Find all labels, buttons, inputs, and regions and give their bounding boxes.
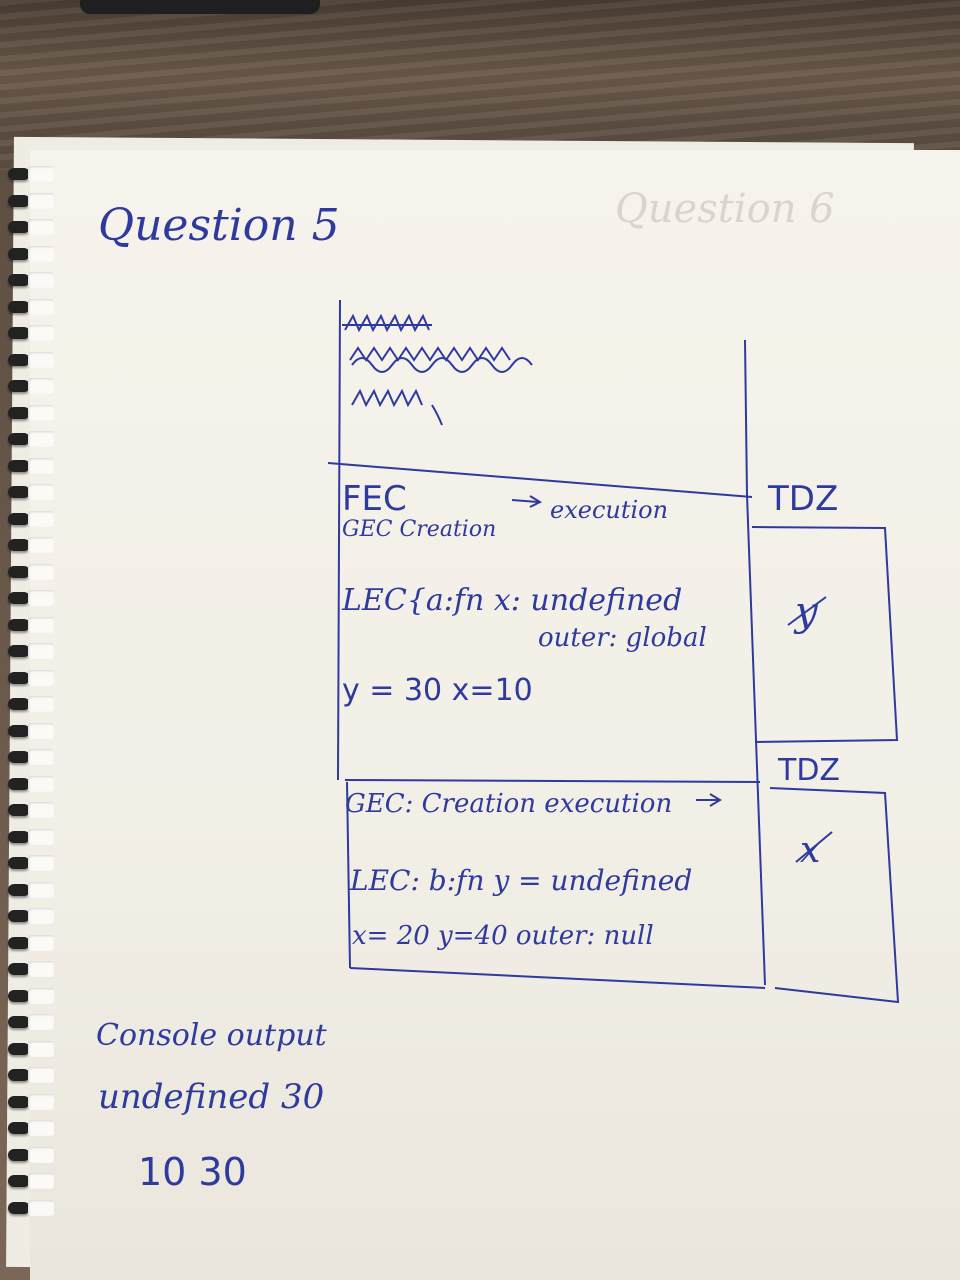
crossed-out-scribbles	[342, 313, 533, 426]
lec-a-line2: outer: global	[538, 623, 707, 653]
spiral-ring	[8, 881, 58, 899]
spiral-ring	[8, 1093, 58, 1111]
strike-mark	[787, 596, 827, 626]
spiral-ring	[8, 271, 58, 289]
spiral-ring	[8, 775, 58, 793]
spiral-ring	[8, 430, 58, 448]
arrow-head-icon-2	[709, 793, 722, 807]
spiral-ring	[8, 483, 58, 501]
gec-line: GEC: Creation execution	[345, 789, 672, 819]
spiral-ring	[8, 324, 58, 342]
execution-label: execution	[550, 496, 668, 524]
tdz-label-bottom: TDZ	[777, 753, 840, 788]
spiral-ring	[8, 298, 58, 316]
spiral-ring	[8, 165, 58, 183]
spiral-ring	[8, 722, 58, 740]
spiral-ring	[8, 1013, 58, 1031]
console-heading: Console output	[96, 1018, 328, 1053]
spiral-ring	[8, 1066, 58, 1084]
arrow-head-icon	[529, 495, 543, 508]
spiral-ring	[8, 351, 58, 369]
spiral-ring	[8, 563, 58, 581]
lec-b-line2: x= 20 y=40 outer: null	[352, 921, 654, 951]
gec-creation-label: GEC Creation	[342, 517, 496, 542]
pen-object	[80, 0, 320, 14]
spiral-ring	[8, 987, 58, 1005]
assign-line: y = 30 x=10	[342, 673, 533, 708]
console-line1: undefined 30	[98, 1077, 324, 1117]
spiral-ring	[8, 748, 58, 766]
spiral-ring	[8, 510, 58, 528]
spiral-ring	[8, 907, 58, 925]
page-title: Question 5	[98, 200, 340, 251]
lec-b-line1: LEC: b:fn y = undefined	[349, 864, 692, 897]
spiral-ring	[8, 1172, 58, 1190]
arrow-icon	[511, 499, 539, 503]
spiral-ring	[8, 1040, 58, 1058]
spiral-ring	[8, 695, 58, 713]
fec-label: FEC	[342, 479, 407, 519]
spiral-ring	[8, 1119, 58, 1137]
spiral-ring	[8, 960, 58, 978]
spiral-ring	[8, 377, 58, 395]
spiral-ring	[8, 1146, 58, 1164]
spiral-ring	[8, 457, 58, 475]
strike-mark-2	[795, 831, 833, 863]
spiral-ring	[8, 616, 58, 634]
spiral-ring	[8, 934, 58, 952]
spiral-ring	[8, 828, 58, 846]
spiral-ring	[8, 854, 58, 872]
console-line2: 10 30	[138, 1150, 247, 1194]
tdz-box-bottom	[769, 787, 900, 1004]
spiral-ring	[8, 536, 58, 554]
spiral-ring	[8, 669, 58, 687]
spiral-ring	[8, 589, 58, 607]
spiral-ring	[8, 801, 58, 819]
tdz-box-top	[751, 526, 899, 743]
ghost-title: Question 6	[615, 186, 835, 232]
notebook-page	[30, 150, 960, 1280]
spiral-ring	[8, 642, 58, 660]
tdz-label-top: TDZ	[767, 479, 838, 519]
call-stack-box	[327, 299, 766, 989]
spiral-ring	[8, 1199, 58, 1217]
spiral-binding	[0, 165, 60, 1275]
spiral-ring	[8, 245, 58, 263]
spiral-ring	[8, 404, 58, 422]
spiral-ring	[8, 218, 58, 236]
spiral-ring	[8, 192, 58, 210]
lec-a-line1: LEC{a:fn x: undefined	[341, 583, 682, 618]
